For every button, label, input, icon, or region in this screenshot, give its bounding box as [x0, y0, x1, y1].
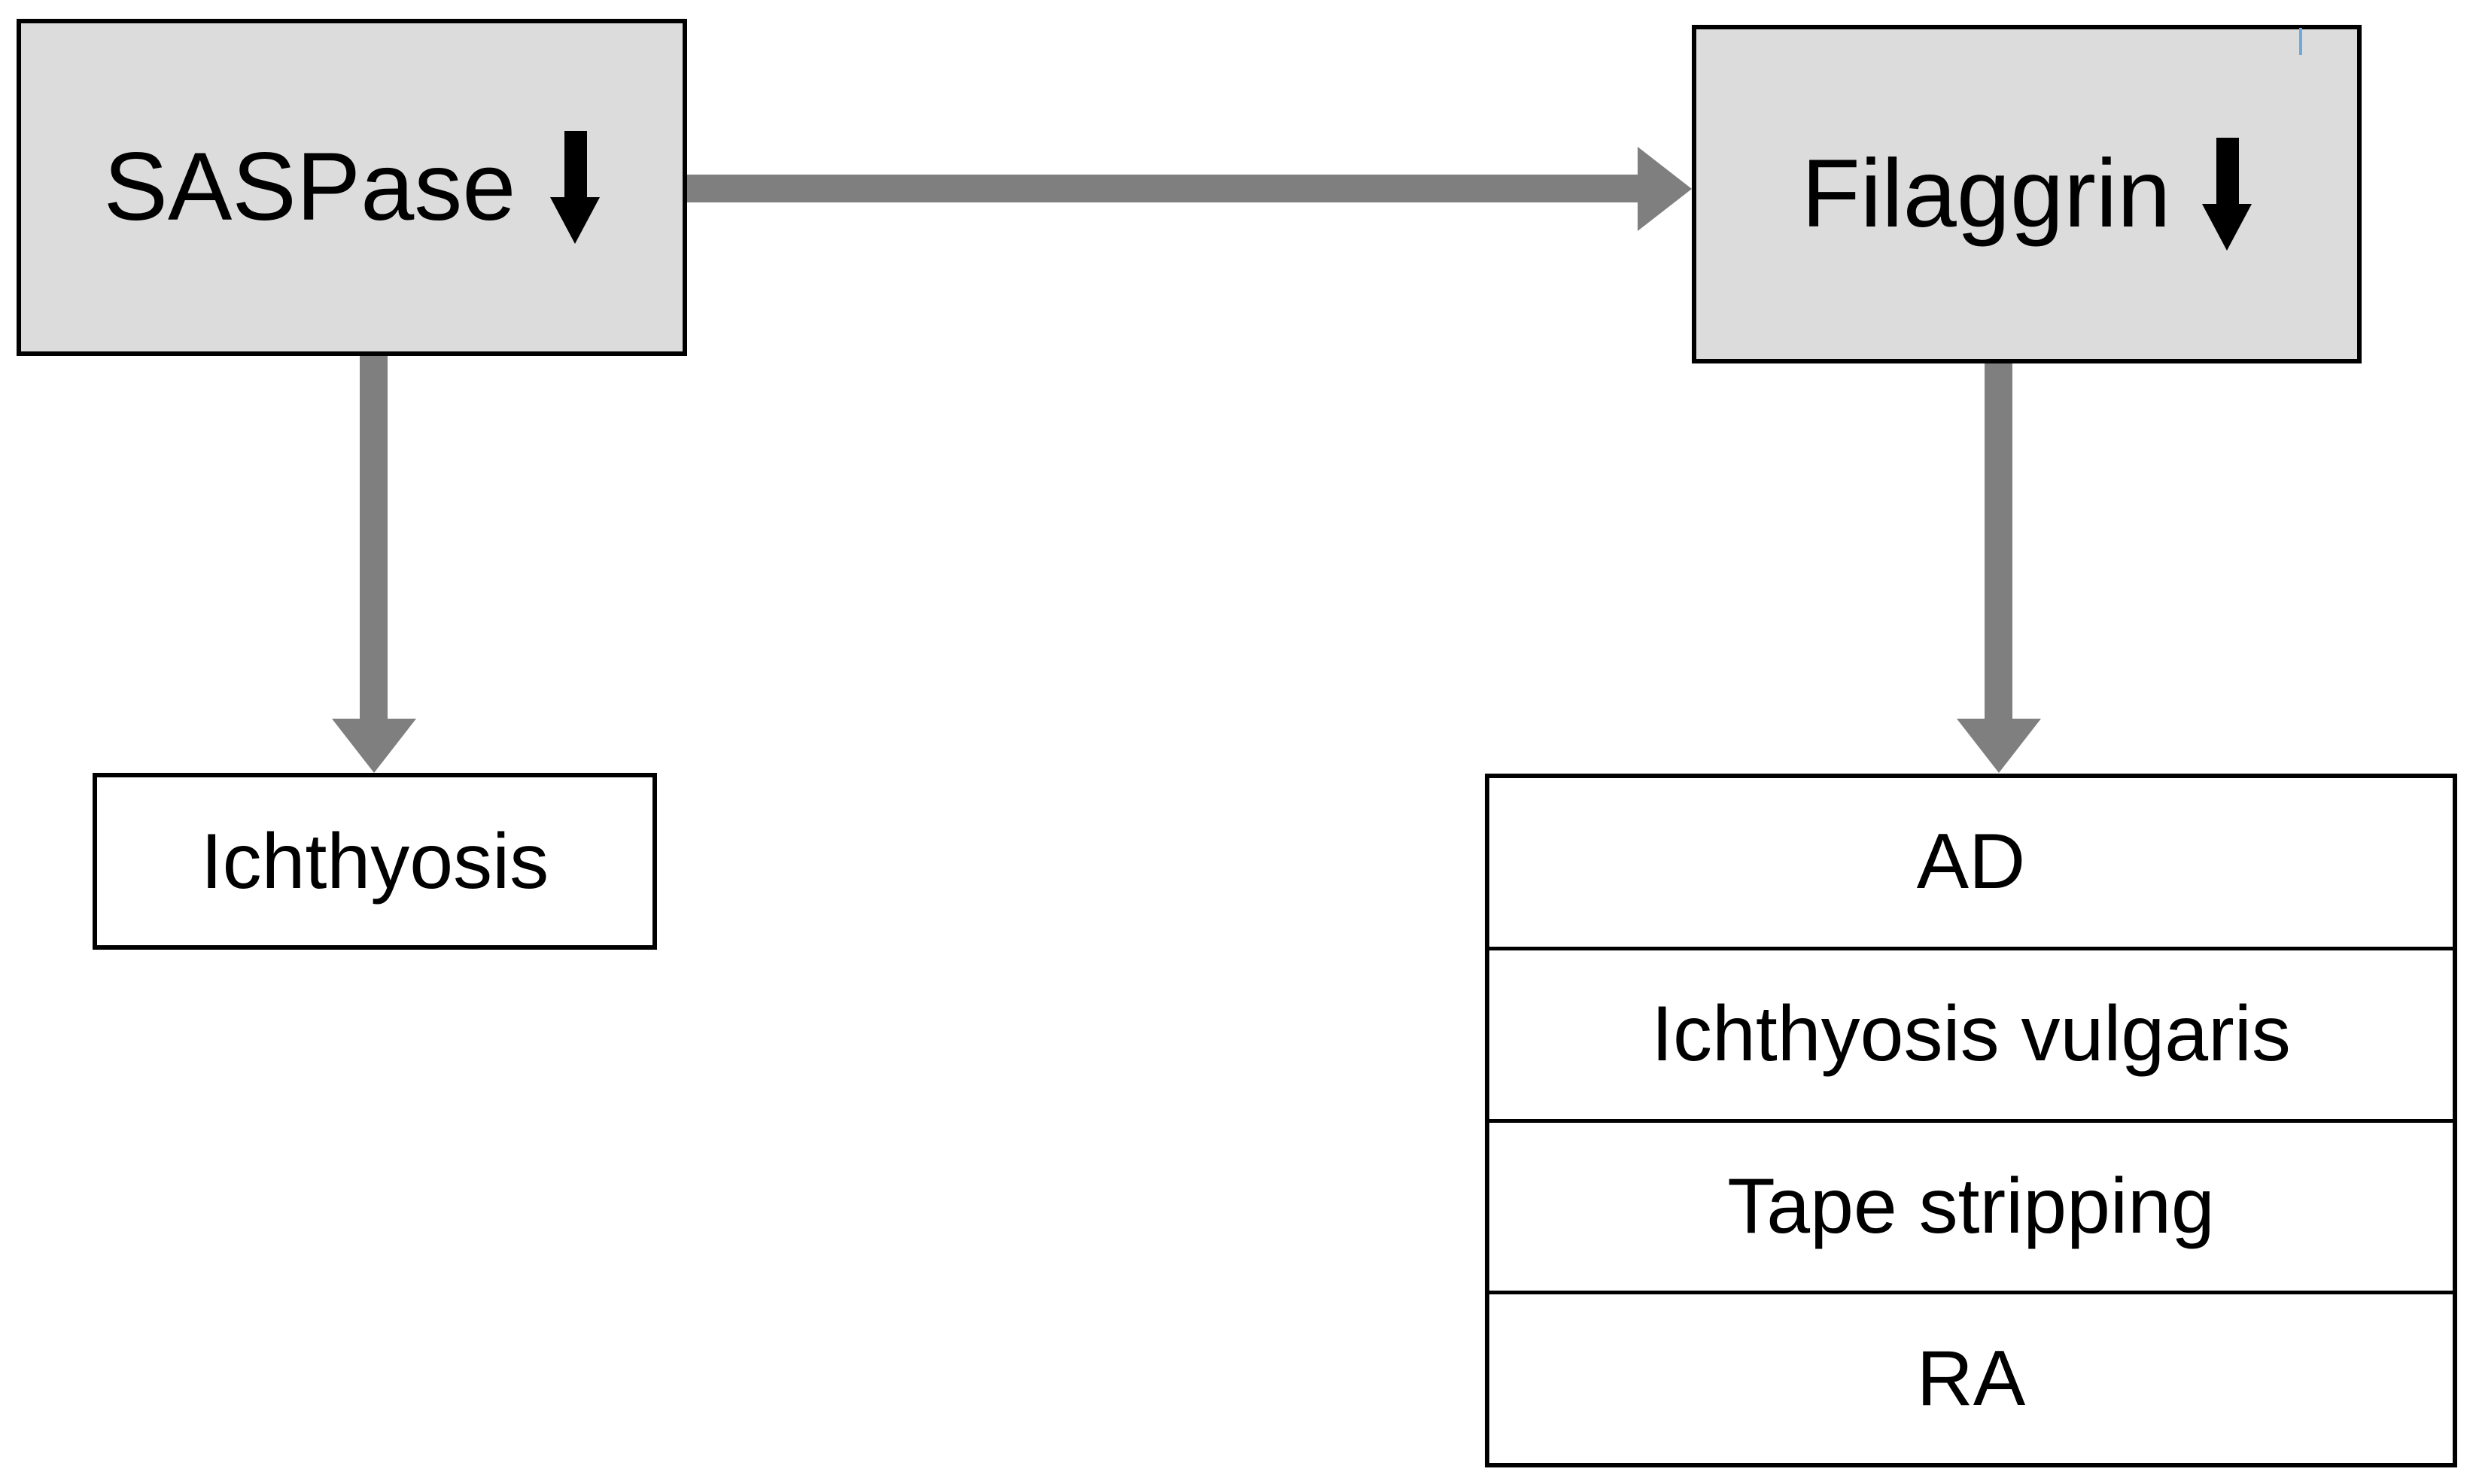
outcome-label: Ichthyosis vulgaris — [1651, 990, 2291, 1078]
down-arrow-head — [2202, 204, 2252, 251]
list-item[interactable]: Ichthyosis vulgaris — [1489, 950, 2453, 1123]
down-arrow-icon — [550, 131, 601, 244]
arrow-shaft — [1985, 363, 2012, 722]
down-arrow-icon — [2202, 138, 2252, 251]
arrow-head-right-icon — [1638, 147, 1692, 231]
node-ichthyosis[interactable]: Ichthyosis — [93, 773, 657, 950]
node-saspase-content: SASPase — [104, 131, 601, 244]
list-item[interactable]: RA — [1489, 1294, 2453, 1463]
arrow-head-down-icon — [332, 719, 416, 773]
arrow-shaft — [360, 356, 388, 722]
node-filaggrin[interactable]: Filaggrin — [1692, 25, 2362, 363]
node-filaggrin-content: Filaggrin — [1802, 138, 2252, 251]
down-arrow-shaft — [2216, 138, 2240, 207]
arrow-shaft — [687, 175, 1639, 202]
node-saspase-label: SASPase — [103, 133, 516, 241]
outcome-label: Tape stripping — [1727, 1162, 2215, 1250]
down-arrow-shaft — [564, 131, 588, 200]
list-item[interactable]: Tape stripping — [1489, 1123, 2453, 1295]
node-filaggrin-label: Filaggrin — [1801, 140, 2171, 248]
outcome-label: AD — [1916, 818, 2026, 906]
node-saspase[interactable]: SASPase — [17, 19, 687, 356]
text-caret-artifact — [2299, 28, 2302, 55]
outcome-list: AD Ichthyosis vulgaris Tape stripping RA — [1485, 774, 2457, 1467]
down-arrow-head — [550, 197, 601, 244]
arrow-head-down-icon — [1957, 719, 2041, 773]
list-item[interactable]: AD — [1489, 778, 2453, 950]
node-ichthyosis-label: Ichthyosis — [200, 817, 549, 905]
outcome-label: RA — [1916, 1334, 2026, 1422]
